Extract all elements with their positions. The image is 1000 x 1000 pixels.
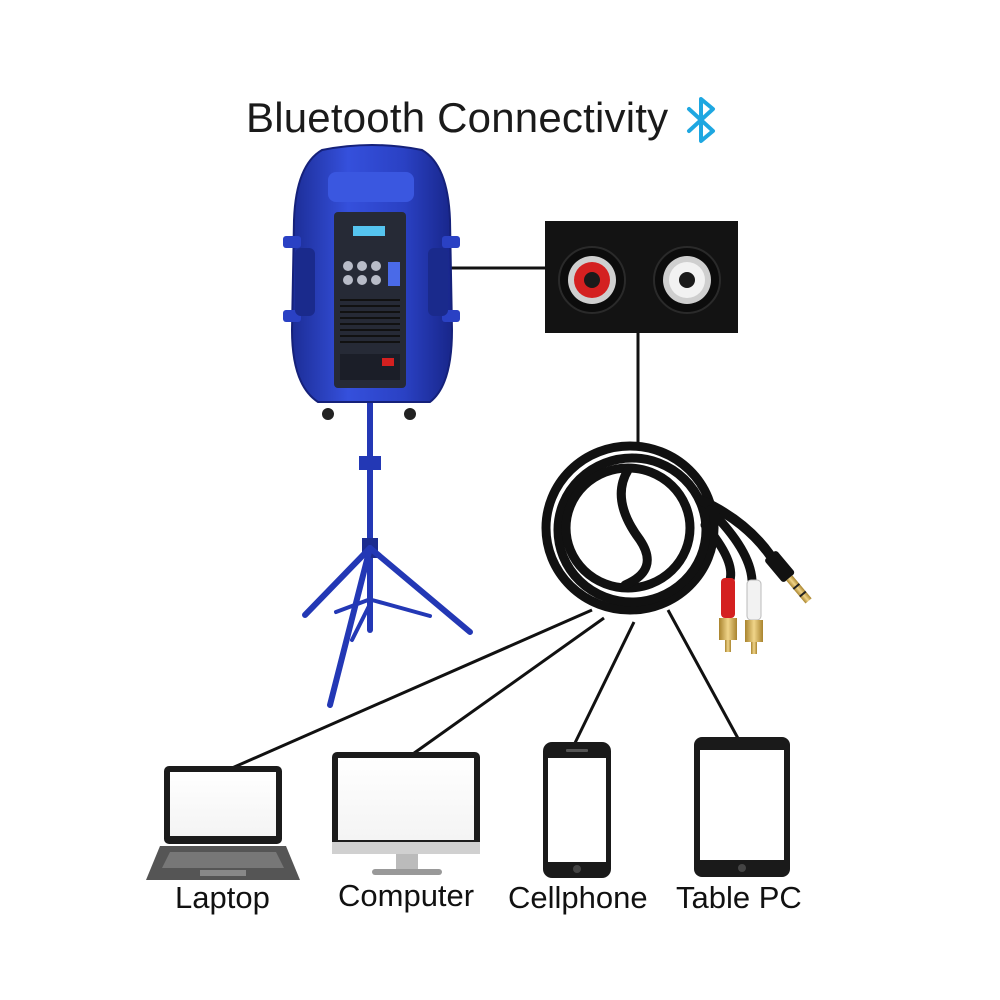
rca-red-plug	[719, 578, 737, 652]
cable-to-laptop-line	[231, 608, 593, 770]
aux-3-5mm-plug	[765, 551, 812, 604]
computer-label: Computer	[338, 878, 475, 913]
cable-to-computer-line	[409, 616, 605, 758]
tablet-icon	[694, 737, 790, 877]
rca-red-jack	[558, 246, 626, 314]
cable-to-cellphone-line	[572, 621, 636, 746]
laptop-label: Laptop	[175, 880, 270, 915]
pa-speaker	[283, 144, 460, 420]
page-title: Bluetooth Connectivity	[246, 94, 669, 141]
rca-white-jack	[653, 246, 721, 314]
bluetooth-icon	[687, 97, 715, 143]
laptop-icon	[146, 766, 300, 880]
monitor-icon	[332, 752, 480, 875]
rca-white-plug	[745, 579, 763, 654]
cellphone-label: Cellphone	[508, 880, 648, 915]
tripod-stand	[302, 397, 473, 708]
phone-icon	[543, 742, 611, 878]
rca-jack-panel	[545, 221, 738, 333]
rca-to-aux-cable	[541, 441, 775, 615]
cable-to-tablet-line	[666, 609, 742, 743]
connector-lines	[231, 266, 742, 770]
tablet-label: Table PC	[676, 880, 802, 915]
